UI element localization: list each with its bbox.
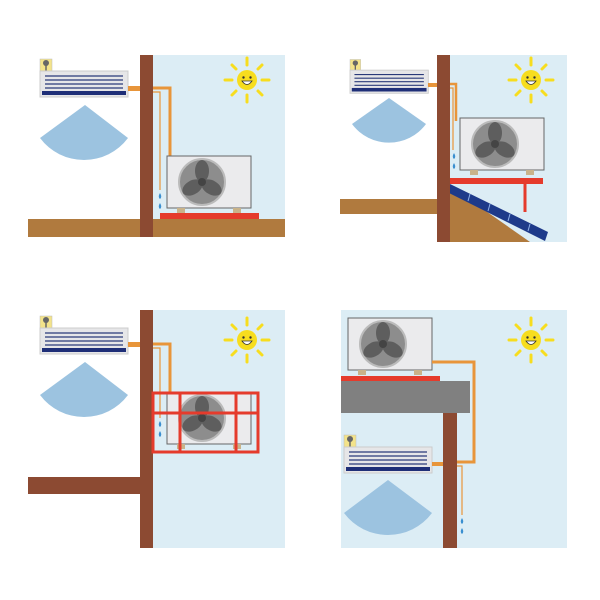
stand	[160, 213, 259, 219]
drain-pipe	[450, 87, 454, 150]
panel-roof-bracket	[340, 55, 567, 242]
refrigerant-pipe	[450, 82, 458, 121]
outdoor-unit	[166, 155, 252, 214]
indoor-unit	[39, 58, 129, 98]
sun-icon	[223, 316, 271, 364]
panel-ground-stand	[28, 55, 285, 237]
stand	[341, 376, 440, 381]
refrigerant-pipe	[153, 342, 172, 392]
sun-icon	[507, 316, 555, 364]
sky	[153, 55, 285, 237]
concrete-slab	[341, 381, 470, 413]
wall	[140, 55, 153, 237]
drain-pipe	[153, 347, 161, 418]
drain-pipe	[153, 91, 161, 190]
sun-icon	[223, 56, 271, 104]
indoor-unit	[39, 315, 129, 355]
air-flow-icon	[352, 98, 426, 143]
refrigerant-pipe	[153, 86, 172, 156]
outdoor-unit	[347, 317, 433, 376]
wall	[443, 413, 457, 548]
solar-panel	[447, 184, 548, 241]
ground	[28, 219, 285, 237]
air-flow-icon	[40, 105, 128, 160]
wall-cage	[151, 391, 260, 454]
outdoor-unit	[459, 117, 545, 176]
wall	[437, 55, 450, 242]
drain-pipe	[457, 465, 463, 515]
panel-wall-cage	[28, 310, 285, 548]
sun-icon	[507, 56, 555, 104]
floor-beam	[28, 477, 140, 494]
air-flow-icon	[344, 480, 432, 535]
air-flow-icon	[40, 362, 128, 417]
panel-balcony-slab	[341, 310, 567, 548]
wall	[140, 310, 153, 548]
refrigerant-pipe	[432, 360, 476, 464]
floor	[340, 199, 437, 214]
indoor-unit	[349, 58, 429, 94]
bracket	[450, 178, 543, 184]
